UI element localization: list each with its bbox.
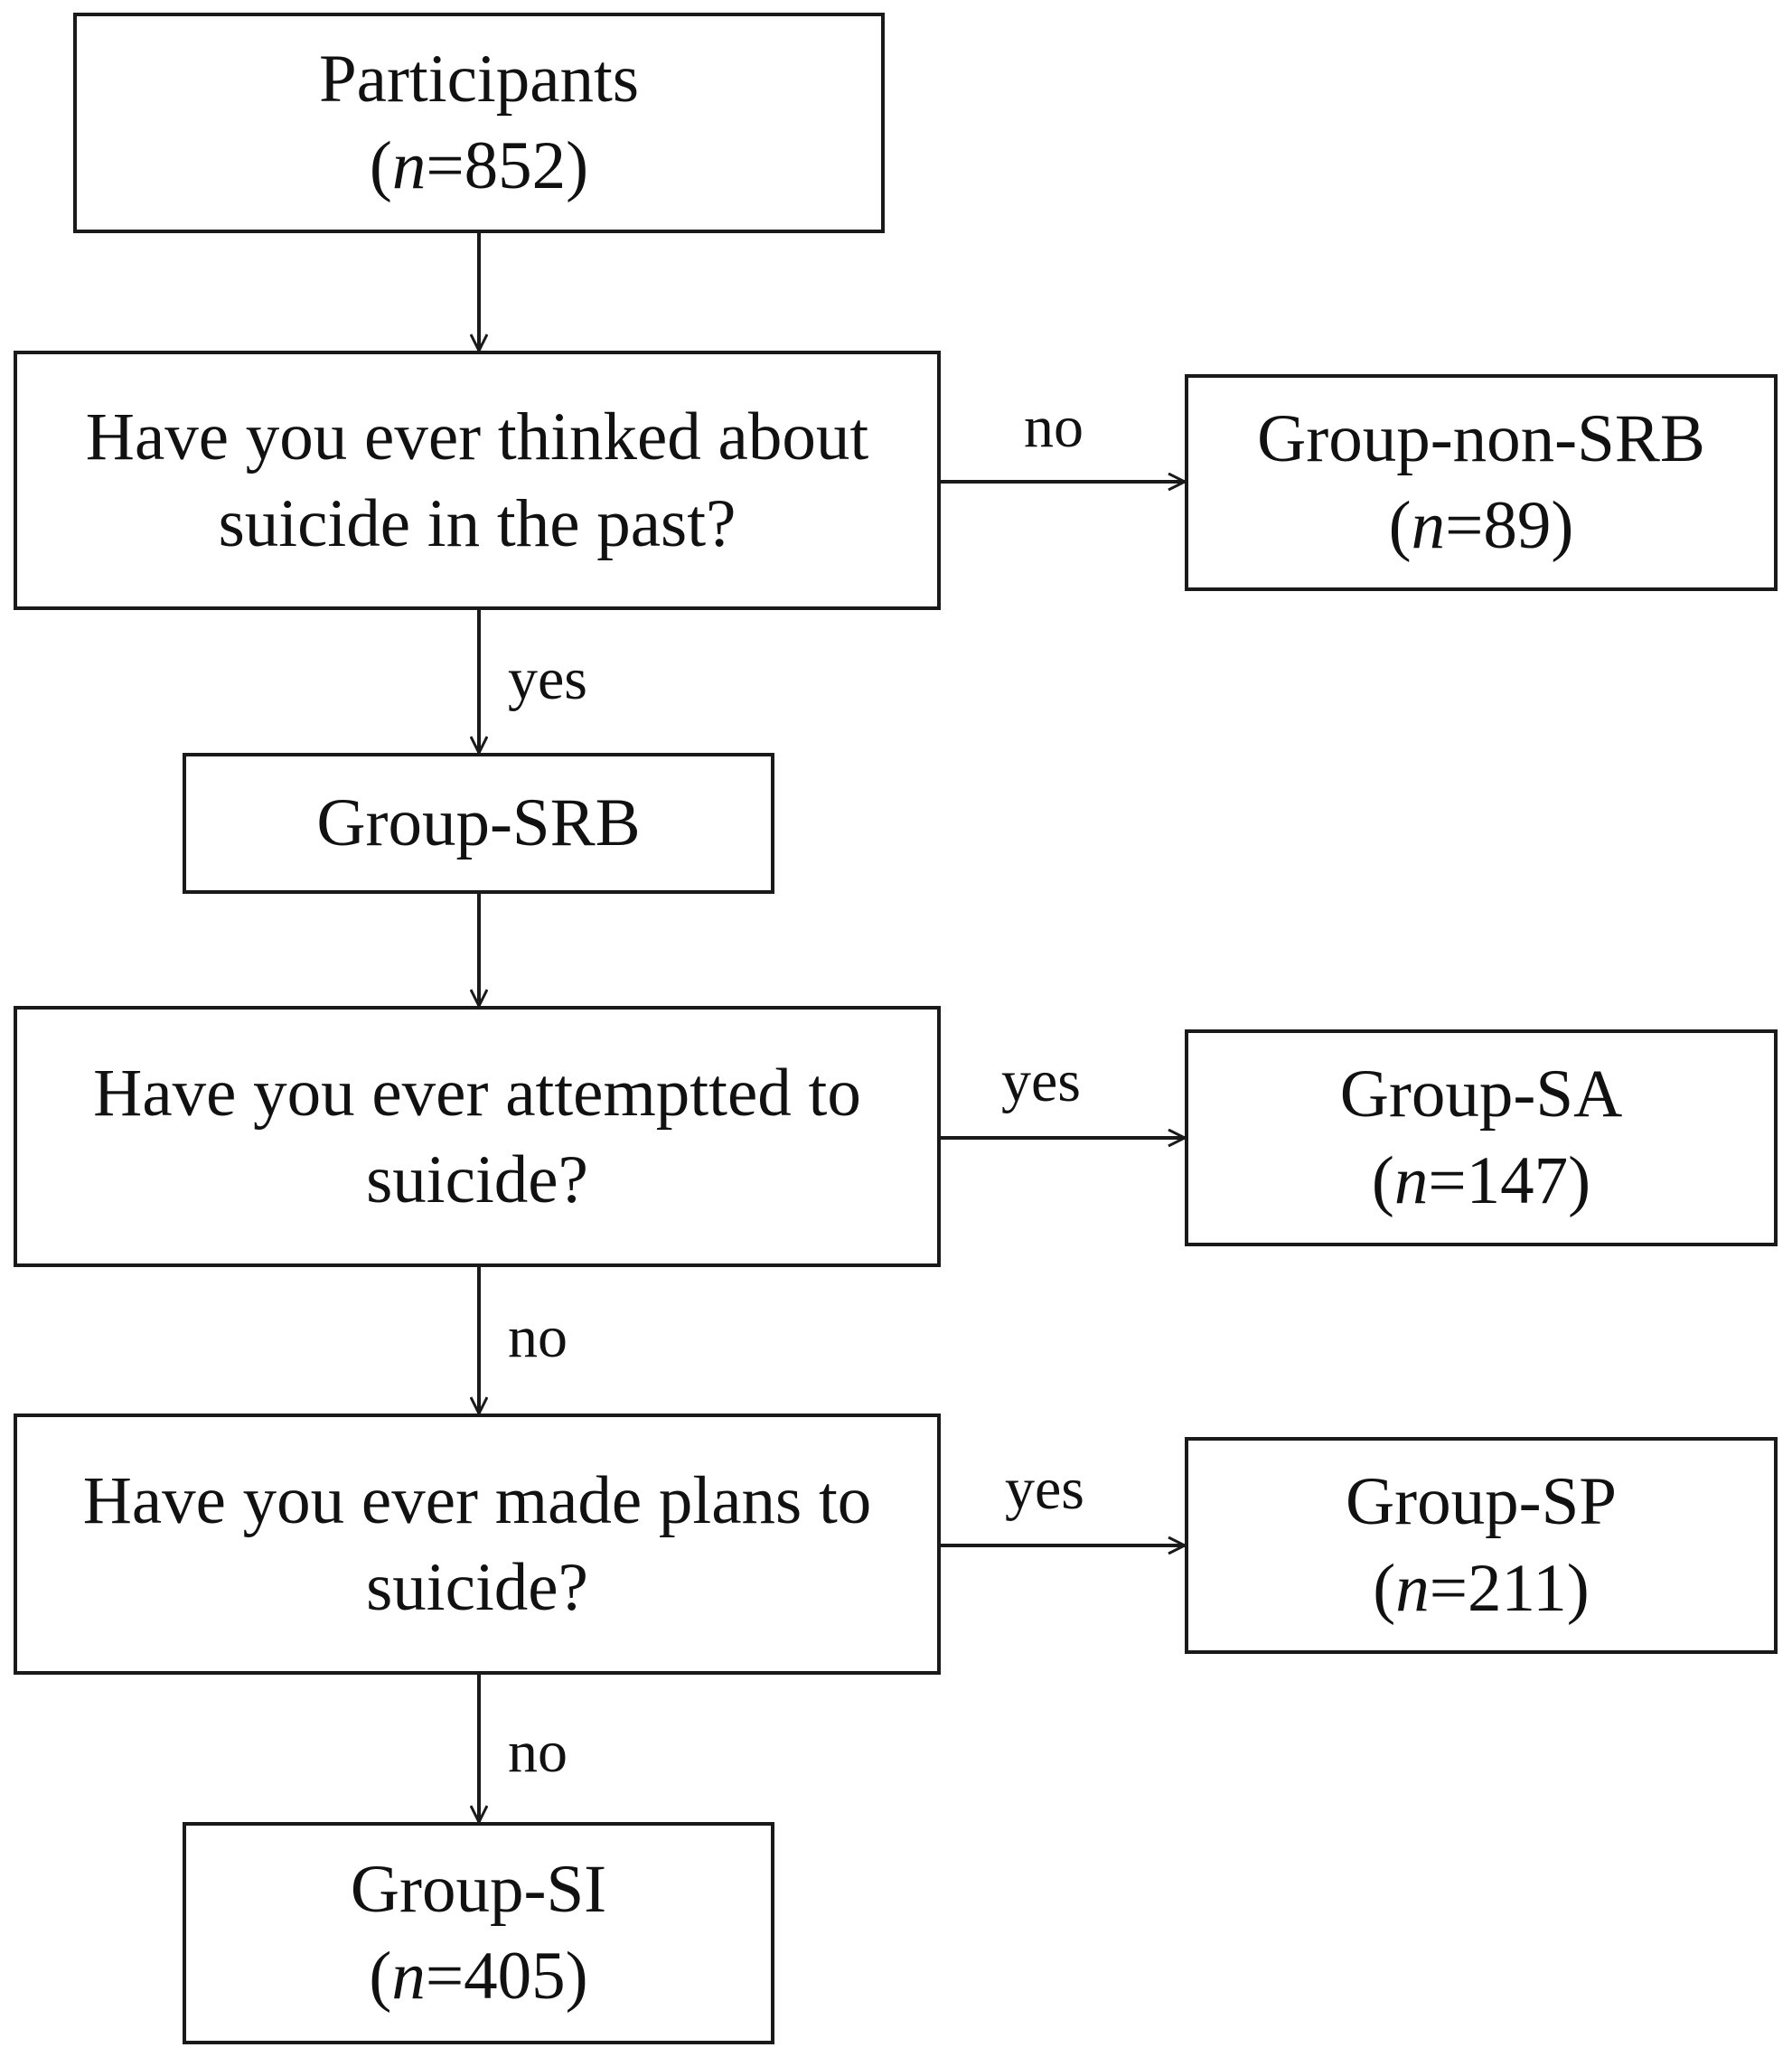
- question-attempt-box: Have you ever attemptted to suicide?: [14, 1006, 941, 1267]
- edge-label-attempt-no: no: [508, 1304, 568, 1370]
- question-plan-box: Have you ever made plans to suicide?: [14, 1414, 941, 1675]
- edge-label-plan-yes: yes: [1005, 1456, 1084, 1522]
- group-srb-box: Group-SRB: [183, 753, 774, 894]
- group-non-srb-count: (n=89): [1388, 488, 1574, 563]
- participants-label: Participants: [318, 42, 640, 117]
- group-sa-box: Group-SA (n=147): [1185, 1029, 1778, 1246]
- question-attempt-line2: suicide?: [366, 1141, 588, 1217]
- group-non-srb-box: Group-non-SRB (n=89): [1185, 374, 1778, 591]
- question-thought-box: Have you ever thinked about suicide in t…: [14, 351, 941, 610]
- group-non-srb-label: Group-non-SRB: [1257, 401, 1705, 476]
- question-thought-line1: Have you ever thinked about: [85, 399, 869, 474]
- group-sa-count: (n=147): [1371, 1143, 1591, 1218]
- question-plan-line1: Have you ever made plans to: [82, 1462, 872, 1538]
- group-sp-count: (n=211): [1373, 1551, 1590, 1626]
- group-sp-box: Group-SP (n=211): [1185, 1437, 1778, 1654]
- group-si-count: (n=405): [369, 1939, 588, 2014]
- participants-box: Participants (n=852): [73, 13, 885, 233]
- edge-label-plan-no: no: [508, 1719, 568, 1785]
- edge-label-thought-yes: yes: [508, 646, 587, 712]
- edge-label-attempt-yes: yes: [1001, 1048, 1081, 1114]
- edge-label-thought-no: no: [1024, 394, 1084, 460]
- group-si-label: Group-SI: [350, 1852, 607, 1927]
- group-sa-label: Group-SA: [1339, 1057, 1623, 1132]
- group-si-box: Group-SI (n=405): [183, 1822, 774, 2044]
- question-thought-line2: suicide in the past?: [218, 485, 737, 561]
- participants-count: (n=852): [369, 128, 589, 203]
- group-sp-label: Group-SP: [1345, 1464, 1618, 1539]
- group-srb-label: Group-SRB: [316, 785, 641, 860]
- question-attempt-line1: Have you ever attemptted to: [93, 1055, 861, 1131]
- question-plan-line2: suicide?: [366, 1549, 588, 1625]
